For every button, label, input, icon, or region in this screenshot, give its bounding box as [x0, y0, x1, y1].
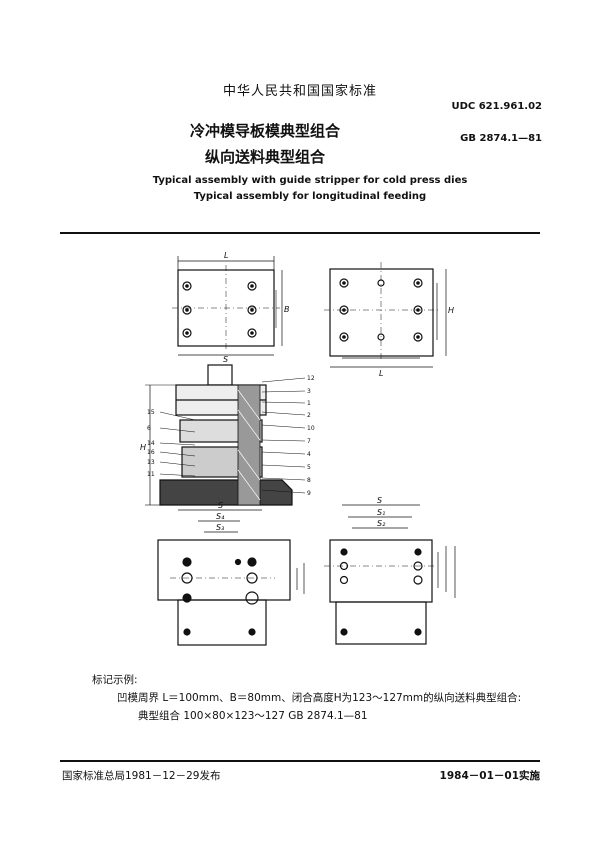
part-number: 10 [307, 425, 315, 432]
dim-label-S1-bottom-right: S₁ [377, 508, 385, 517]
standard-organization: 中华人民共和国国家标准 [222, 84, 377, 99]
dim-label-H-elevation: H [140, 443, 146, 452]
part-number: 6 [147, 425, 151, 432]
sectional-elevation [145, 364, 306, 506]
dim-label-S3-bottom-left: S₃ [216, 523, 224, 532]
dim-label-L-top: L [224, 251, 228, 260]
part-number: 15 [147, 409, 155, 416]
dim-label-B-top: B [284, 305, 290, 314]
effective-date: 1984－01－01实施 [439, 770, 540, 782]
dim-label-S4-bottom-left: S₄ [216, 512, 225, 521]
dim-label-S-bottom-left: S [218, 501, 223, 510]
bottom-divider [60, 760, 540, 762]
title-chinese-line1: 冷冲模导板模典型组合 [189, 122, 340, 140]
part-number: 11 [147, 471, 155, 478]
dim-label-S-bottom-right: S [377, 496, 382, 505]
part-number: 14 [147, 440, 155, 447]
dim-label-S-top: S [223, 355, 228, 364]
dim-label-S2-bottom-right: S₂ [377, 519, 386, 528]
part-number: 2 [307, 412, 311, 419]
plan-view-bottom-left [157, 509, 305, 646]
part-number: 3 [307, 388, 311, 395]
part-number: 16 [147, 449, 155, 456]
example-designation: 典型组合 100×80×123～127 GB 2874.1—81 [138, 710, 368, 722]
part-number: 5 [307, 464, 311, 471]
gb-number: GB 2874.1—81 [460, 133, 542, 144]
part-number: 1 [307, 400, 311, 407]
udc-number: UDC 621.961.02 [451, 101, 542, 112]
plan-view-bottom-right [324, 504, 456, 645]
part-number: 13 [147, 459, 155, 466]
part-number: 8 [307, 477, 311, 484]
title-english-line2: Typical assembly for longitudinal feedin… [193, 191, 427, 202]
part-number: 9 [307, 490, 311, 497]
example-title: 标记示例: [92, 674, 138, 686]
plan-view-top-left [172, 256, 283, 356]
example-description: 凹模周界 L＝100mm、B＝80mm、闭合高度H为123～127mm的纵向送料… [117, 692, 522, 704]
plan-view-top-right [324, 262, 447, 368]
top-divider [60, 232, 540, 234]
dim-label-H-right: H [448, 306, 454, 315]
part-number: 4 [307, 451, 311, 458]
dim-label-L-right: L [379, 369, 383, 378]
part-number: 7 [307, 438, 311, 445]
title-chinese-line2: 纵向送料典型组合 [204, 148, 325, 166]
part-number: 12 [307, 375, 315, 382]
issued-date: 国家标准总局1981－12－29发布 [62, 770, 221, 782]
title-english-line1: Typical assembly with guide stripper for… [152, 175, 468, 186]
